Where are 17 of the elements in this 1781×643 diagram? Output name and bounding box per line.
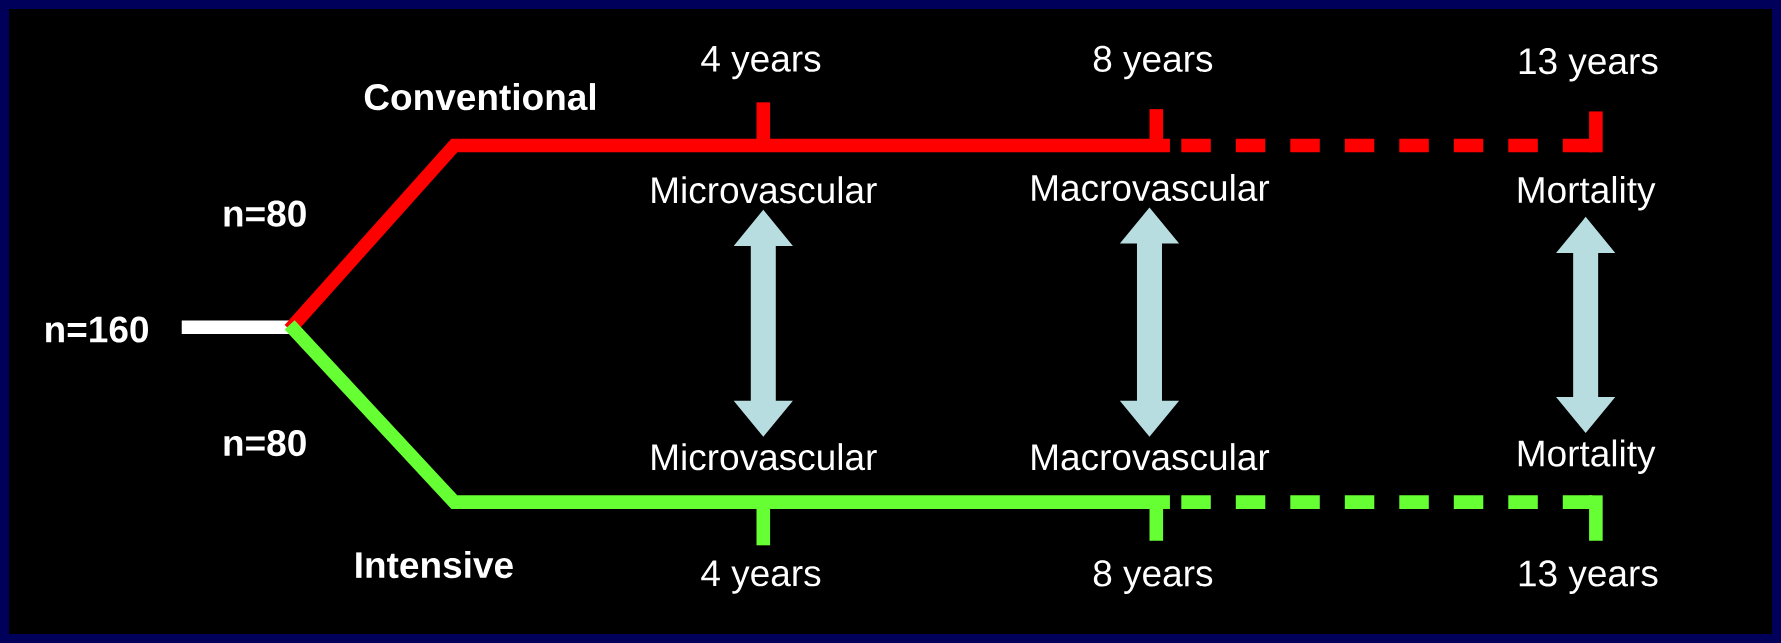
sample-size: n=160 [46, 316, 148, 343]
year-label: 13 years [1519, 560, 1658, 594]
outcome-label: Microvascular [652, 176, 877, 204]
year-label: 4 years [701, 560, 821, 594]
sample-size: n=80 [224, 430, 306, 457]
year-label: 8 years [1093, 560, 1213, 594]
year-label: 13 years [1519, 48, 1658, 82]
outcome-label: Macrovascular [1032, 443, 1270, 471]
outcome-label: Macrovascular [1032, 173, 1270, 202]
outcome-label: Microvascular [652, 443, 877, 471]
sample-size: n=80 [224, 200, 306, 227]
arm-label: Conventional [364, 83, 595, 111]
outcome-label: Mortality [1518, 439, 1656, 474]
outcome-label: Mortality [1518, 175, 1656, 211]
year-label: 4 years [701, 46, 821, 80]
year-label: 8 years [1093, 45, 1213, 80]
arm-label: Intensive [356, 551, 513, 579]
